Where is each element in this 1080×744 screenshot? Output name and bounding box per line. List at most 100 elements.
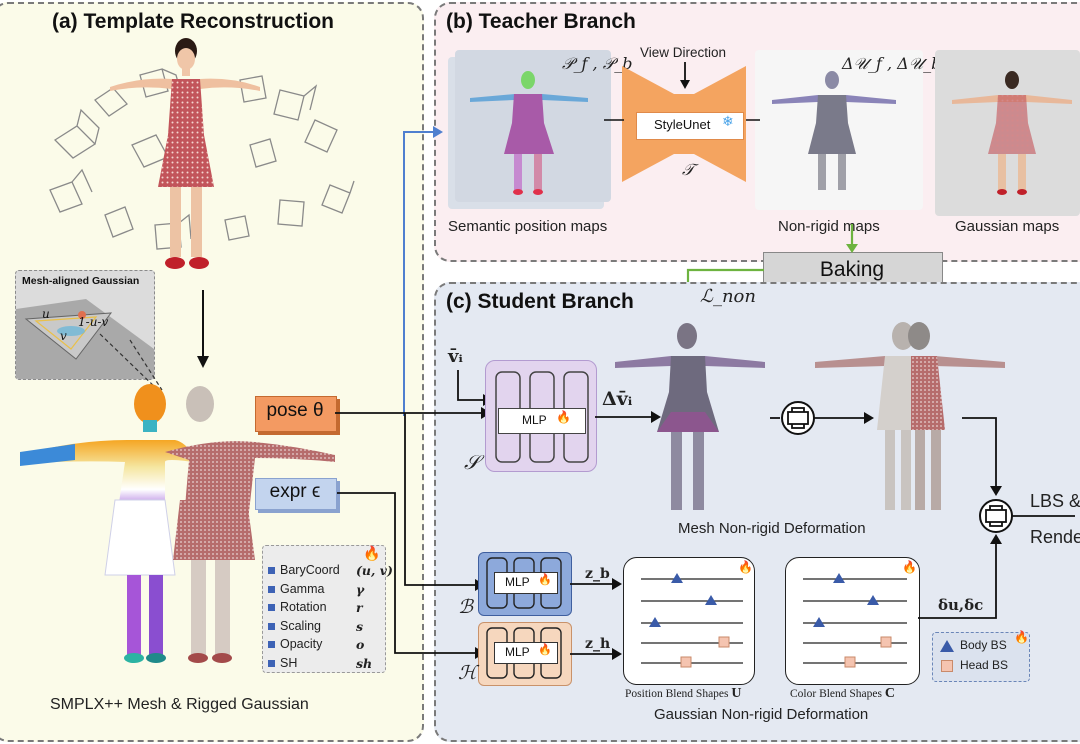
mlp-b-box [494,572,558,594]
attribute-bullet-icon [268,604,275,612]
fire-icon: 🔥 [738,560,753,574]
attribute-symbol: sh [356,655,373,671]
bary-1uv-label: 1-u-v [78,315,109,329]
panel-a-title: (a) Template Reconstruction [52,10,334,33]
head-bs-marker [941,660,953,672]
zb-label: z_b [585,566,610,582]
attribute-name: Scaling [280,618,321,633]
semantic-position-figure [470,71,588,195]
attribute-row: Gamma γ [268,581,384,597]
delta-v-label: Δv̄ᵢ [602,388,633,410]
gaussian-maps-figure [952,71,1072,195]
du-dc-label: δu,δc [938,596,984,614]
mlp-s-label: MLP [522,413,547,427]
fire-icon: 🔥 [556,410,571,424]
attribute-row: BaryCoord (u, v) [268,563,393,578]
non-rigid-caption: Non-rigid maps [778,218,880,235]
position-blend-shapes-plot [641,573,743,668]
gaussian-maps-caption: Gaussian maps [955,218,1060,235]
deformed-gaussian-figures [815,322,1005,510]
add-operator-icon [770,401,874,435]
pose-input-label: pose θ [266,400,324,421]
attribute-name: BaryCoord [280,563,340,577]
du-dc-arrow [918,534,1002,619]
to-final-add-arrow [962,417,1002,496]
blend-shapes-legend [932,632,1030,682]
position-bs-symbol: U [731,686,742,701]
position-maps-symbol: 𝒫_f , 𝒫_b [562,54,633,73]
fire-icon: 🔥 [902,560,917,574]
attribute-name: Opacity [280,637,323,651]
bary-u-label: u [42,307,50,321]
attribute-name: Gamma [280,581,325,596]
loss-label: ℒ_non [700,286,756,307]
attribute-row: Opacity o [268,637,384,652]
output-label-line1: LBS & [1030,491,1080,511]
captured-subject-figure [110,38,260,269]
attribute-bullet-icon [268,585,275,593]
reconstruction-arrow [197,290,209,368]
fire-icon: 🔥 [1014,630,1029,644]
gaussian-deformation-caption: Gaussian Non-rigid Deformation [654,706,869,723]
baking-label: Baking [819,258,885,281]
mesh-aligned-gaussian-label: Mesh-aligned Gaussian [22,275,140,287]
final-add-operator-icon [979,499,1075,533]
bary-v-label: v [60,329,67,343]
styleunet-label: StyleUnet [654,117,711,132]
position-bs-caption: Position Blend Shapes U [625,686,742,702]
attribute-row: Rotation r [268,600,384,615]
attribute-bullet-icon [268,641,275,649]
mesh-aligned-gaussian-inset: Mesh-aligned Gaussian u 1-u-v v [15,270,155,380]
non-rigid-figure [772,71,896,190]
pose-to-teacher-arrow [403,126,443,416]
expr-input-box [255,478,337,510]
snowflake-icon: ❄ [722,115,734,130]
fire-icon: 🔥 [363,547,381,562]
template-caption: SMPLX++ Mesh & Rigged Gaussian [50,696,309,713]
attribute-name: SH [280,655,298,670]
smplx-mesh-and-gaussian-figures [20,384,335,663]
attribute-symbol: γ [356,581,365,597]
view-direction-label: View Direction [640,45,727,60]
attribute-symbol: o [356,637,365,652]
inset-connector [99,333,163,391]
position-maps-caption: Semantic position maps [448,218,608,235]
mlp-h-symbol: ℋ [458,662,477,684]
panel-b-title: (b) Teacher Branch [446,10,636,33]
attribute-row: SH sh [268,655,384,671]
attribute-name: Rotation [280,600,327,614]
pose-input-box [255,396,337,432]
latent-code-arrows [570,578,622,660]
attribute-bullet-icon [268,622,275,630]
color-bs-caption-text: Color Blend Shapes [790,688,882,700]
attribute-symbol: (u, v) [356,563,393,578]
delta-v-arrow [595,411,661,423]
mlp-s-box [498,408,586,434]
mesh-deformation-caption: Mesh Non-rigid Deformation [678,520,866,537]
teacher-flow-arrows [604,119,760,121]
deformed-mesh-figure [615,323,765,510]
output-label-line2: Rende [1030,527,1080,547]
position-bs-caption-text: Position Blend Shapes [625,688,729,700]
panel-c-title: (c) Student Branch [446,290,634,313]
mlp-s-symbol: 𝒮 [464,450,480,474]
attribute-bullet-icon [268,659,275,667]
styleunet-symbol: 𝒯 [682,160,695,179]
expr-input-label: expr ϵ [269,481,321,502]
view-direction-arrow [680,62,690,89]
mlp-b-symbol: ℬ [458,596,473,618]
fire-icon: 🔥 [538,644,552,656]
mlp-h-box [494,642,558,664]
mlp-b-label: MLP [505,575,530,589]
student-input-lines [335,407,491,659]
attribute-symbol: r [356,600,363,615]
color-blend-shapes-plot [803,573,907,668]
color-bs-caption: Color Blend Shapes C [790,686,895,702]
body-bs-marker [940,640,954,652]
zh-label: z_h [585,636,611,652]
body-bs-label: Body BS [960,638,1007,652]
gaussian-attributes-table: 🔥 [262,545,386,673]
color-bs-symbol: C [884,686,895,701]
mlp-h-label: MLP [505,645,530,659]
